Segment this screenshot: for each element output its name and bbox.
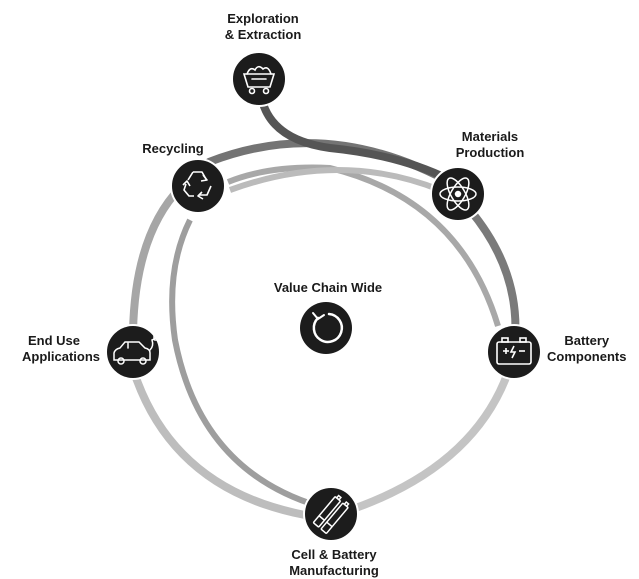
ring-arc-manufacturing-enduse <box>131 373 306 519</box>
recycling-node <box>170 158 226 214</box>
return-flow-materials <box>228 167 442 193</box>
center-node <box>300 302 352 354</box>
components-label-line1: Battery <box>564 333 610 348</box>
end-use-node <box>105 324 161 380</box>
manufacturing-label-line2: Manufacturing <box>289 563 379 578</box>
exploration-feed-arc <box>258 96 454 184</box>
recycling-label: Recycling <box>142 141 203 157</box>
recycle-icon <box>182 171 212 200</box>
manufacturing-node <box>303 486 359 542</box>
atom-icon <box>439 177 477 211</box>
manufacturing-label-line1: Cell & Battery <box>291 547 377 562</box>
center-label-text: Value Chain Wide <box>273 280 383 295</box>
exploration-label-line1: Exploration <box>227 11 299 26</box>
return-flow-components <box>226 164 501 327</box>
components-label-line2: Components <box>547 349 627 364</box>
end-use-label: End Use Applications <box>8 333 100 365</box>
ring-arc-enduse-recycling <box>129 185 183 333</box>
components-label: Battery Components <box>547 333 626 365</box>
exploration-label-line2: & Extraction <box>224 27 302 42</box>
end-use-label-line2: Applications <box>21 349 100 364</box>
exploration-label: Exploration & Extraction <box>225 11 302 43</box>
materials-label: Materials Production <box>456 129 525 161</box>
battery-icon <box>496 337 532 365</box>
center-label: Value Chain Wide <box>274 280 382 296</box>
aa-batteries-icon <box>312 494 350 534</box>
end-use-label-line1: End Use <box>27 333 80 348</box>
ring-arc-components-manufacturing <box>333 358 516 519</box>
materials-label-line2: Production <box>455 145 525 160</box>
mine-cart-icon <box>242 65 276 95</box>
cycle-icon <box>312 312 344 344</box>
return-flow-manufacturing <box>169 218 319 509</box>
materials-label-line1: Materials <box>461 129 519 144</box>
manufacturing-label: Cell & Battery Manufacturing <box>289 547 379 579</box>
electric-car-icon <box>113 333 161 365</box>
ring-arc-materials-components <box>466 207 520 341</box>
recycling-label-line1: Recycling <box>142 141 204 156</box>
